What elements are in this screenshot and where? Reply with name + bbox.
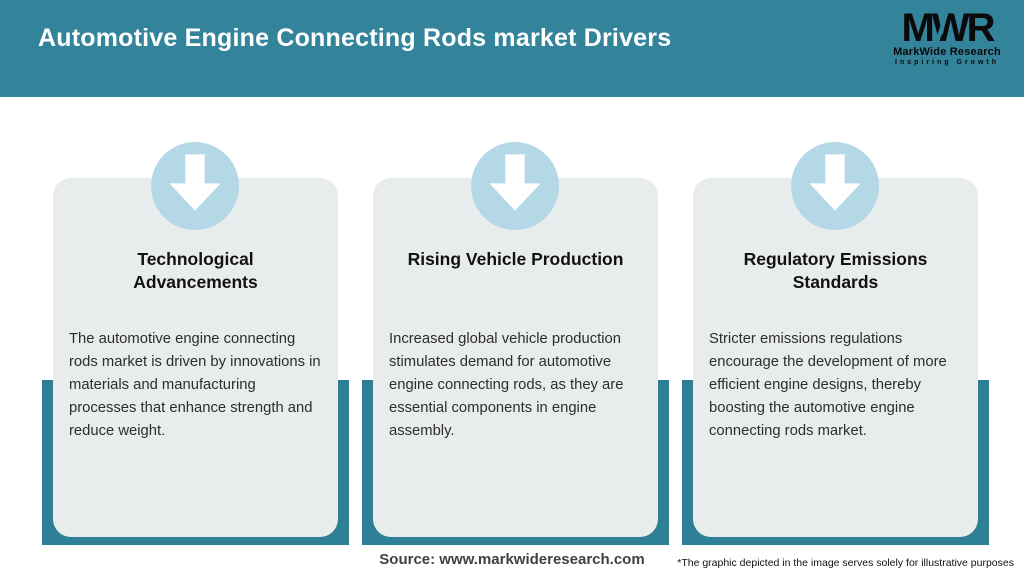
driver-card-rising-vehicle-production: Rising Vehicle Production Increased glob…: [373, 178, 658, 537]
logo-tagline: Inspiring Growth: [895, 59, 999, 66]
card-title: Regulatory Emissions Standards: [743, 249, 928, 292]
driver-card-regulatory-emissions-standards: Regulatory Emissions Standards Stricter …: [693, 178, 978, 537]
page-title: Automotive Engine Connecting Rods market…: [38, 24, 672, 52]
markwide-logo: MWR MarkWide Research Inspiring Growth: [882, 6, 1012, 66]
logo-acronym-text: MWR: [901, 6, 996, 50]
card-body: The automotive engine connecting rods ma…: [69, 331, 321, 439]
logo-company-name: MarkWide Research: [893, 46, 1001, 58]
down-arrow-icon: [791, 142, 879, 230]
card-body: Stricter emissions regulations encourage…: [709, 331, 947, 439]
card-title: Rising Vehicle Production: [407, 249, 624, 269]
down-arrow-icon: [471, 142, 559, 230]
source-text: Source: www.markwideresearch.com: [379, 551, 645, 568]
disclaimer-text: *The graphic depicted in the image serve…: [677, 557, 1014, 569]
driver-card-technological-advancements: Technological Advancements The automotiv…: [53, 178, 338, 537]
card-title: Technological Advancements: [133, 249, 258, 292]
logo-acronym: MWR: [901, 6, 996, 50]
header-bar: Automotive Engine Connecting Rods market…: [0, 0, 1024, 97]
card-body: Increased global vehicle production stim…: [389, 331, 624, 439]
down-arrow-icon: [151, 142, 239, 230]
